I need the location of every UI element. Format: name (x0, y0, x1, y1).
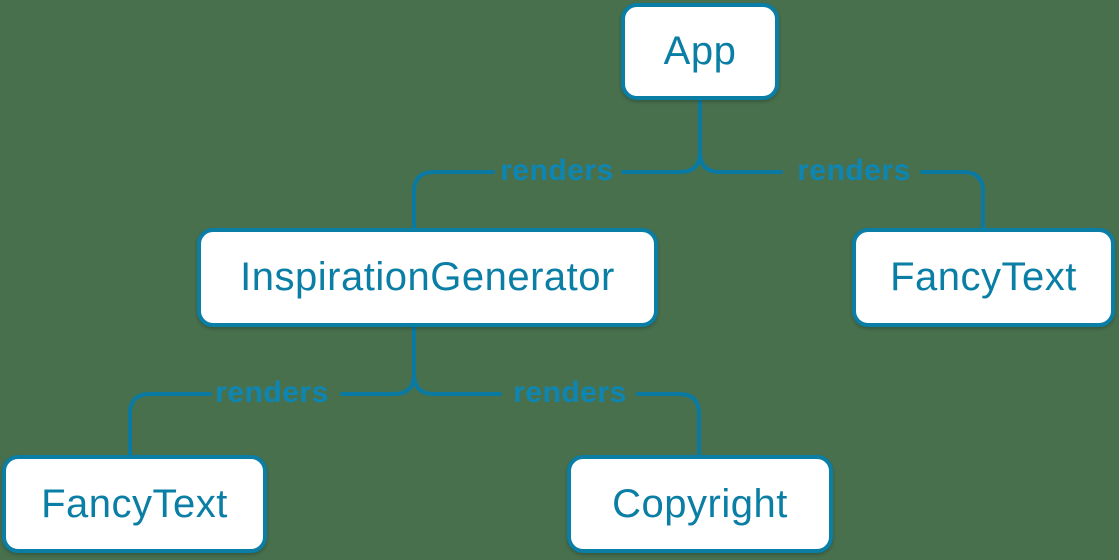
node-inspiration-generator: InspirationGenerator (197, 228, 658, 327)
node-app: App (621, 3, 779, 100)
node-copyright: Copyright (567, 455, 833, 553)
edge-label-renders-inspirationgenerator-fancytext: renders (215, 376, 329, 409)
node-fancy-text-right: FancyText (852, 228, 1115, 327)
node-inspiration-generator-label: InspirationGenerator (240, 255, 615, 299)
edge-inspirationgenerator-to-copyright (412, 325, 701, 457)
node-fancy-text-left: FancyText (2, 455, 267, 553)
edge-label-renders-inspirationgenerator-copyright: renders (513, 376, 627, 409)
node-fancy-text-right-label: FancyText (890, 255, 1077, 299)
node-fancy-text-left-label: FancyText (41, 481, 228, 526)
edge-label-renders-app-inspirationgenerator: renders (500, 154, 614, 187)
edge-app-to-fancytext (698, 98, 985, 230)
edge-label-renders-app-fancytext: renders (797, 154, 911, 187)
node-copyright-label: Copyright (612, 481, 788, 526)
node-app-label: App (663, 29, 737, 73)
